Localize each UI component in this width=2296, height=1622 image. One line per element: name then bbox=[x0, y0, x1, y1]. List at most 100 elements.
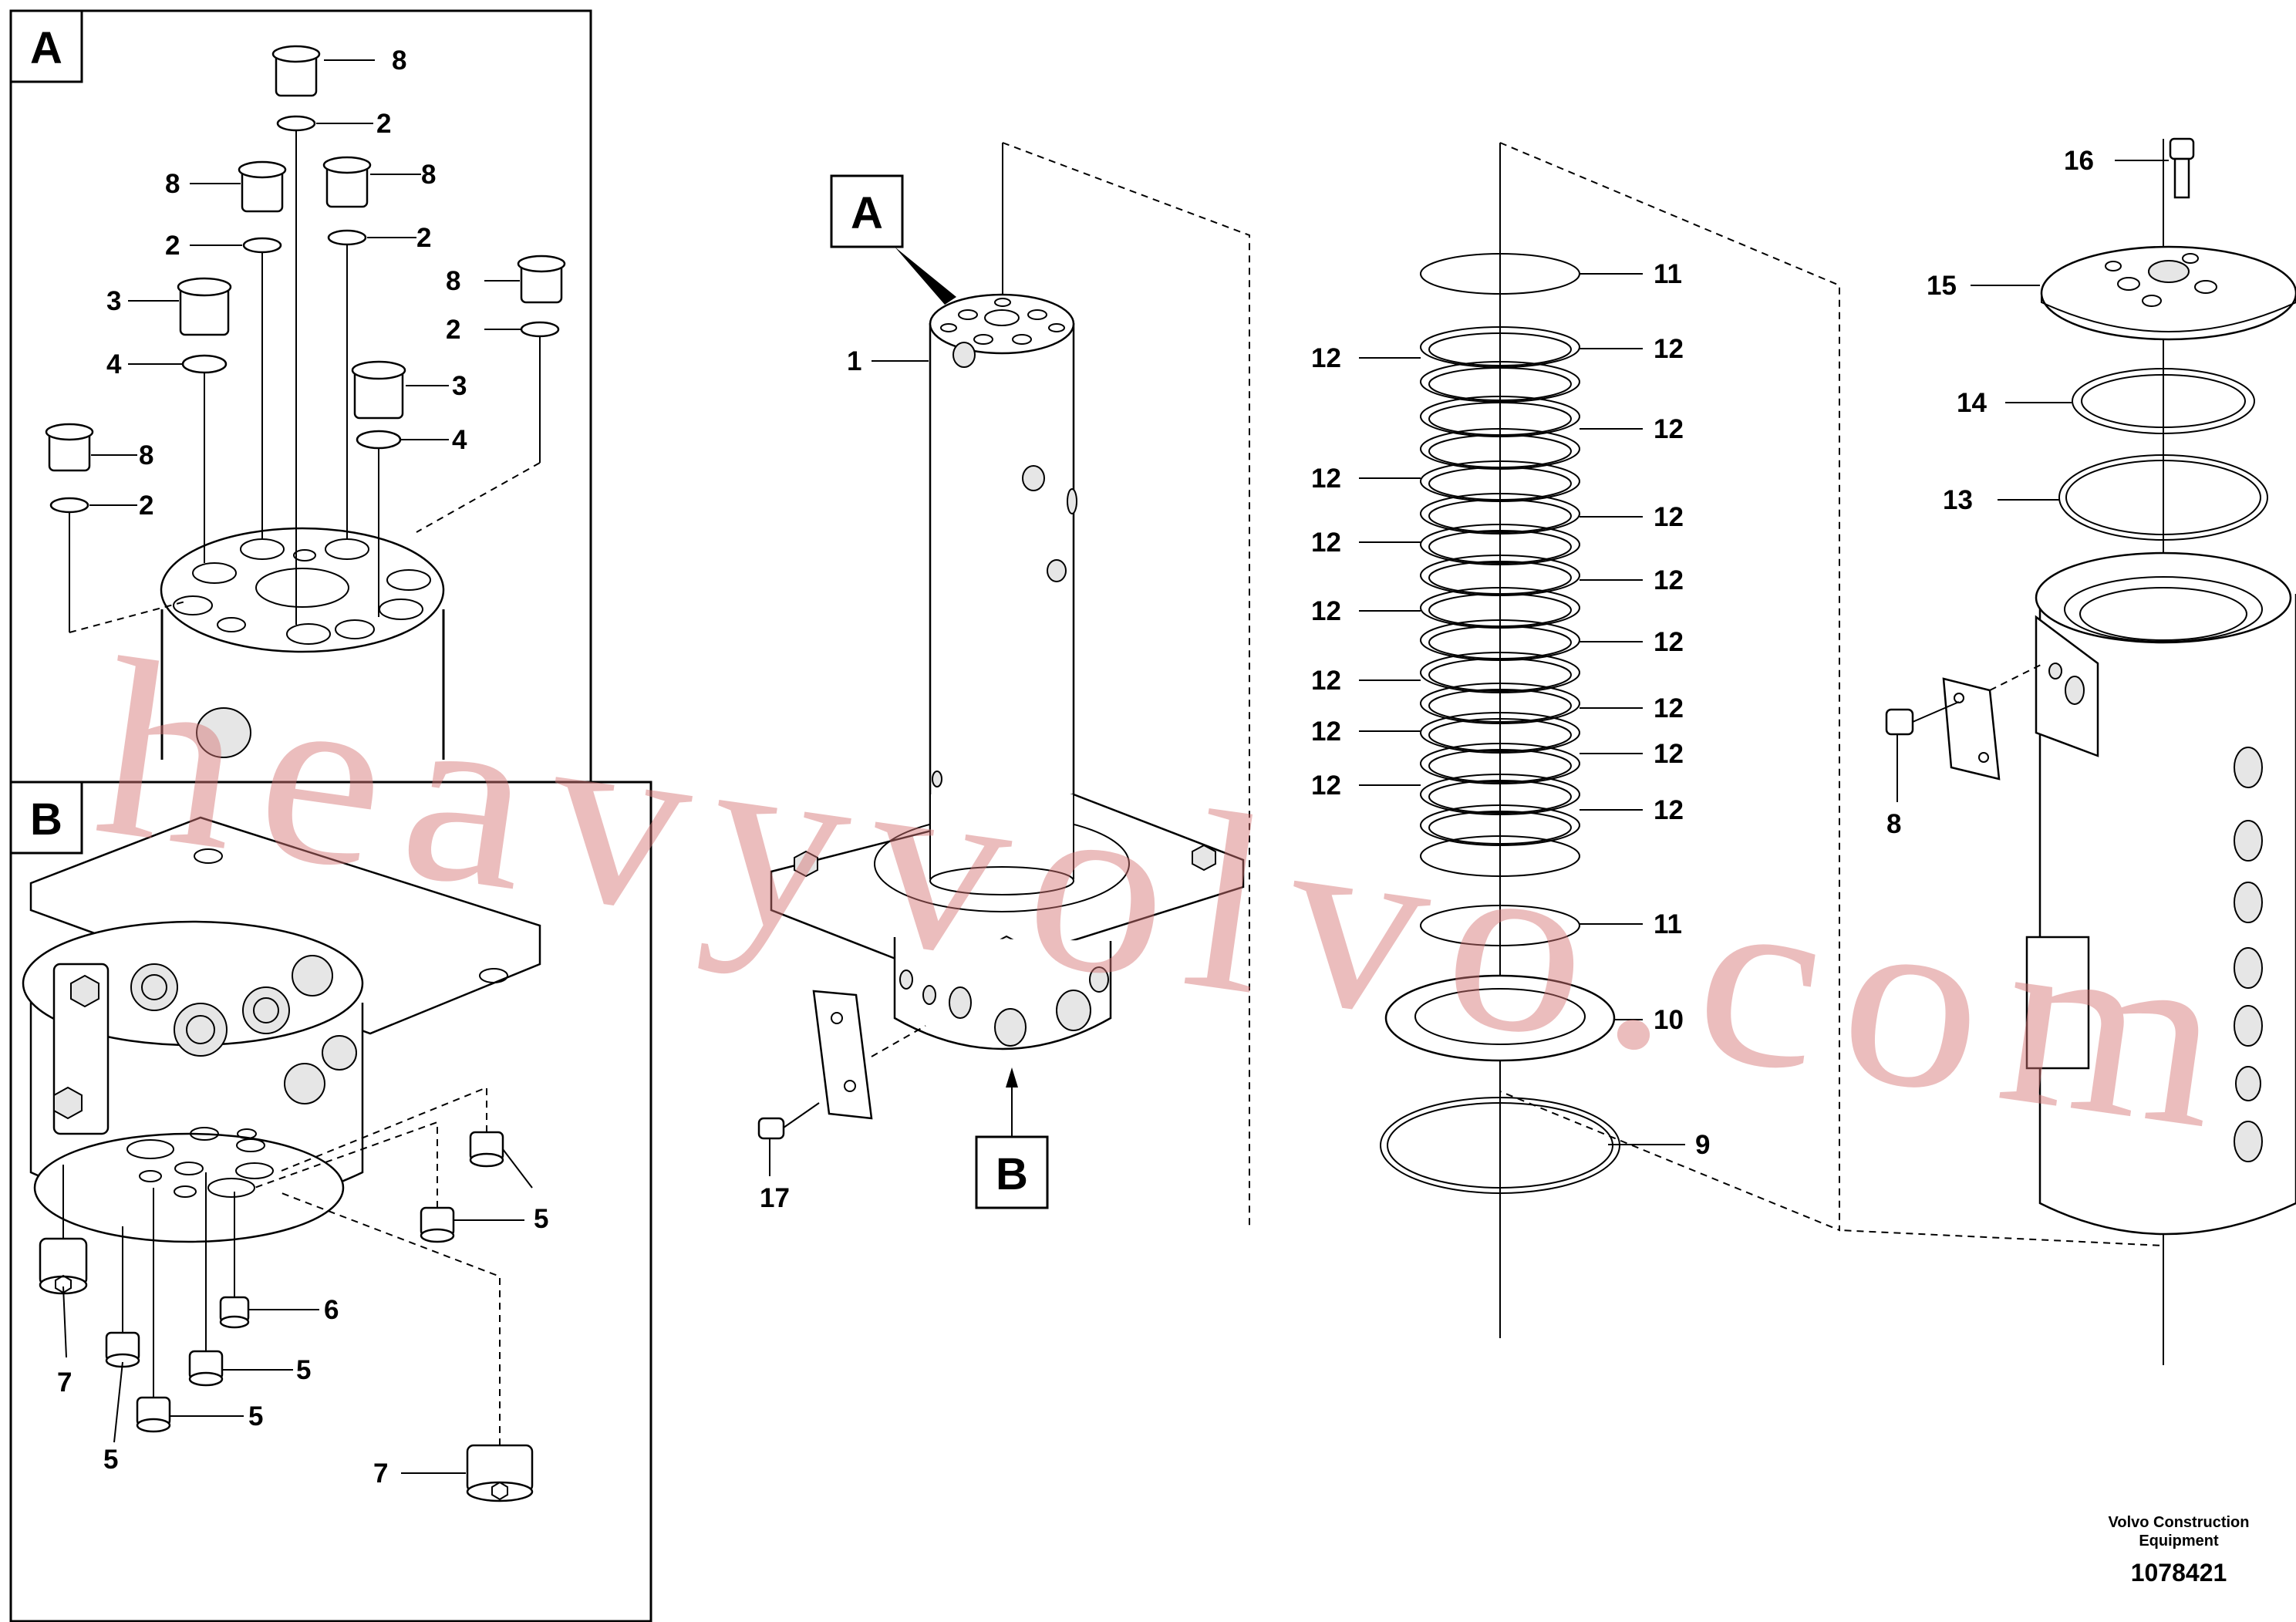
ring-13 bbox=[2058, 454, 2268, 541]
label-14: 14 bbox=[1957, 388, 1987, 418]
label-17: 17 bbox=[760, 1183, 790, 1213]
detail-a-side-port bbox=[196, 707, 251, 758]
detail-b-panel: B bbox=[9, 781, 652, 1622]
callout-b-arrow bbox=[1006, 1067, 1018, 1088]
plug-8-far-right bbox=[484, 255, 566, 304]
label-a-2: 2 bbox=[376, 109, 391, 139]
label-10: 10 bbox=[1654, 1005, 1684, 1035]
seal-stack: 11 12 12 12 12 12 12 12 12 12 12 12 12 1… bbox=[1311, 142, 1840, 1338]
detail-a-letter: A bbox=[30, 23, 62, 73]
cap-5 bbox=[188, 1350, 224, 1387]
label-12: 12 bbox=[1654, 795, 1684, 825]
footer: Volvo Construction Equipment 1078421 bbox=[2109, 1514, 2250, 1587]
callout-a-letter: A bbox=[851, 188, 883, 238]
label-a-4: 4 bbox=[106, 349, 122, 379]
label-a-2: 2 bbox=[139, 491, 153, 521]
label-12: 12 bbox=[1311, 666, 1341, 696]
plug-3-left bbox=[128, 277, 232, 336]
detail-a-panel: A bbox=[9, 9, 592, 784]
ring-11 bbox=[1420, 905, 1580, 946]
brand-line-1: Volvo Construction bbox=[2109, 1514, 2250, 1531]
label-a-2: 2 bbox=[446, 315, 460, 345]
shaft-body bbox=[929, 322, 1075, 889]
bolt-17 bbox=[757, 1102, 820, 1140]
label-b-7: 7 bbox=[57, 1367, 72, 1398]
cap-5 bbox=[420, 1206, 455, 1243]
callout-a-box bbox=[830, 174, 904, 248]
housing-assembly: 16 15 14 13 bbox=[1839, 137, 2296, 1365]
detail-b-frame bbox=[9, 781, 652, 1622]
ring-10 bbox=[1384, 974, 1616, 1062]
ring-14 bbox=[2072, 368, 2255, 434]
plug-8-bottom-left bbox=[45, 423, 137, 472]
side-cover-plate bbox=[812, 990, 873, 1120]
label-12: 12 bbox=[1311, 596, 1341, 626]
label-b-5: 5 bbox=[248, 1401, 263, 1431]
label-12: 12 bbox=[1654, 739, 1684, 769]
label-b-7: 7 bbox=[373, 1458, 388, 1489]
label-b-5: 5 bbox=[296, 1355, 311, 1385]
housing-side-plate bbox=[1942, 677, 2001, 781]
label-b-5: 5 bbox=[534, 1204, 548, 1234]
label-12: 12 bbox=[1654, 502, 1684, 532]
label-a-8: 8 bbox=[446, 266, 460, 296]
label-12: 12 bbox=[1311, 717, 1341, 747]
detail-a-center-bore bbox=[255, 568, 349, 608]
drawing-number: 1078421 bbox=[2131, 1559, 2227, 1587]
center-shaft-assembly: 17 1 A B bbox=[757, 142, 1250, 1230]
cap-6 bbox=[219, 1296, 250, 1329]
label-12: 12 bbox=[1654, 693, 1684, 723]
label-12: 12 bbox=[1654, 627, 1684, 657]
label-a-8: 8 bbox=[165, 169, 180, 199]
detail-b-tag bbox=[9, 781, 83, 855]
cap-5 bbox=[469, 1131, 504, 1168]
label-9: 9 bbox=[1695, 1130, 1710, 1160]
label-a-2: 2 bbox=[416, 223, 431, 253]
label-b-5: 5 bbox=[103, 1445, 118, 1475]
shaft-top bbox=[929, 293, 1075, 355]
detail-b-flange bbox=[29, 816, 541, 1035]
label-a-2: 2 bbox=[165, 231, 180, 261]
label-11: 11 bbox=[1654, 259, 1682, 289]
cap-7 bbox=[466, 1444, 534, 1502]
detail-a-top-face bbox=[160, 527, 445, 653]
label-12: 12 bbox=[1311, 464, 1341, 494]
label-12: 12 bbox=[1311, 343, 1341, 373]
label-a-8: 8 bbox=[139, 440, 153, 470]
bolt-16 bbox=[2169, 137, 2195, 199]
callout-a-arrow bbox=[895, 247, 956, 305]
label-a-8: 8 bbox=[392, 46, 406, 76]
label-a-3: 3 bbox=[106, 286, 121, 316]
cap-5 bbox=[105, 1331, 140, 1368]
plug-8-housing bbox=[1885, 701, 1960, 736]
label-a-4: 4 bbox=[452, 425, 467, 455]
label-8: 8 bbox=[1886, 809, 1901, 839]
label-a-8: 8 bbox=[421, 160, 436, 190]
label-11: 11 bbox=[1654, 909, 1682, 939]
detail-a-body bbox=[160, 609, 445, 760]
callout-b-letter: B bbox=[996, 1149, 1028, 1199]
label-a-3: 3 bbox=[452, 371, 467, 401]
housing-nameplate bbox=[2025, 936, 2090, 1070]
brand-line-2: Equipment bbox=[2139, 1533, 2219, 1549]
label-12: 12 bbox=[1654, 334, 1684, 364]
main-valve-block bbox=[893, 937, 1112, 1050]
label-12: 12 bbox=[1311, 528, 1341, 558]
label-12: 12 bbox=[1654, 414, 1684, 444]
ring-12-stack bbox=[1420, 326, 1580, 877]
detail-b-bottom-face bbox=[33, 1132, 345, 1243]
detail-b-letter: B bbox=[30, 794, 62, 845]
label-15: 15 bbox=[1927, 271, 1957, 301]
label-13: 13 bbox=[1943, 485, 1973, 515]
label-1: 1 bbox=[847, 346, 861, 376]
plug-8-right bbox=[322, 156, 421, 208]
label-12: 12 bbox=[1654, 565, 1684, 595]
detail-a-tag bbox=[9, 9, 83, 83]
cap-7 bbox=[39, 1237, 88, 1295]
plug-8-top bbox=[271, 45, 375, 97]
plug-3-right bbox=[351, 360, 449, 420]
o-ring-2 bbox=[276, 115, 316, 132]
label-12: 12 bbox=[1311, 771, 1341, 801]
plug-8-left bbox=[190, 160, 287, 213]
